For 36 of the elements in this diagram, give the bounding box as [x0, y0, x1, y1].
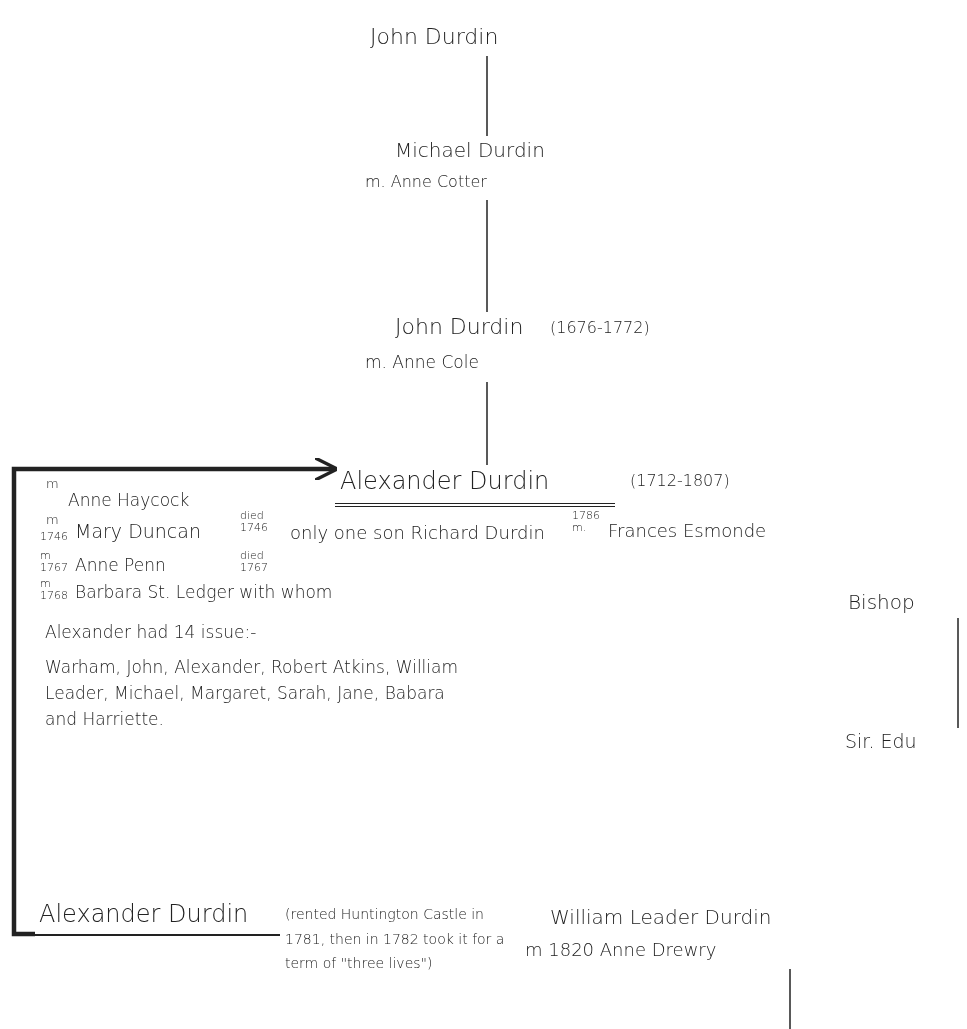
spouse-name: Mary Duncan: [75, 520, 201, 542]
descent-line: [486, 55, 488, 137]
person-name: Alexander Durdin: [39, 900, 249, 928]
historical-note: (rented Huntington Castle in 1781, then in 1782 took it for a term of "three lives"): [285, 905, 506, 973]
date-note: m 1768: [40, 578, 69, 603]
spouse-name: Barbara St. Ledger with whom: [75, 582, 333, 602]
date-note: m 1767: [40, 550, 69, 575]
person-name: John Durdin: [370, 24, 499, 49]
person-name: John Durdin: [395, 314, 524, 339]
spouse-name: Anne Haycock: [68, 490, 190, 510]
marriage-mark: m: [46, 476, 59, 491]
person-name: Alexander Durdin: [340, 467, 550, 495]
person-name: William Leader Durdin: [550, 905, 772, 929]
person-name: Michael Durdin: [395, 138, 545, 162]
descent-line: [486, 199, 488, 313]
marriage-mark: m: [46, 512, 59, 527]
person-name: Sir. Edu: [845, 730, 917, 752]
descent-line: [486, 381, 488, 466]
descent-line: [957, 617, 959, 729]
spouse-name: m. Anne Cole: [365, 352, 479, 372]
date-note: died 1746: [240, 510, 269, 535]
spouse-name: m. Anne Cotter: [365, 172, 487, 191]
spouse-name: m 1820 Anne Drewry: [525, 939, 717, 960]
person-name: Bishop: [848, 590, 915, 614]
children-list: Warham, John, Alexander, Robert Atkins, William Leader, Michael, Margaret, Sarah, Jane, Babara and Harriette.: [45, 654, 475, 732]
date-note: 1786 m.: [572, 510, 601, 535]
date-note: died 1767: [240, 550, 269, 575]
year: 1746: [40, 530, 68, 543]
descent-line: [789, 968, 791, 1029]
note: only one son Richard Durdin: [290, 522, 545, 543]
spouse-name: Frances Esmonde: [608, 520, 767, 541]
life-dates: (1712-1807): [630, 471, 730, 490]
arrow: [11, 456, 339, 937]
life-dates: (1676-1772): [550, 318, 650, 337]
spouse-name: Anne Penn: [75, 555, 166, 575]
note: Alexander had 14 issue:-: [45, 622, 257, 642]
